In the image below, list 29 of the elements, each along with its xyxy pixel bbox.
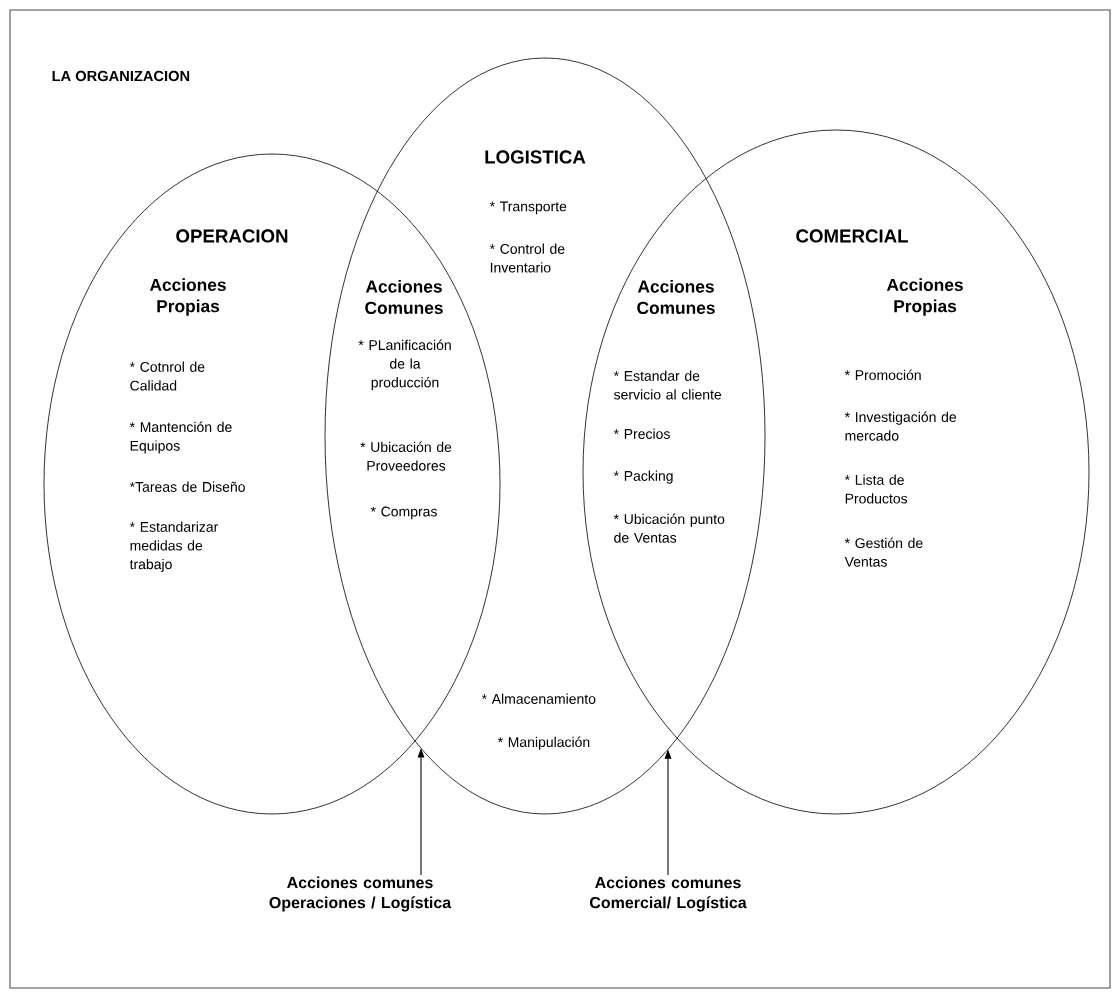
- list-item: * Transporte: [489, 201, 567, 215]
- list-item: * Promoción: [844, 369, 921, 381]
- list-item: * Ubicación de Proveedores: [360, 441, 452, 471]
- list-item: * Investigación de mercado: [844, 411, 956, 441]
- section-heading: Acciones Propias: [886, 278, 963, 316]
- list-item: * Gestión de Ventas: [844, 537, 923, 567]
- list-item: * Compras: [370, 506, 437, 520]
- ellipse-heading: COMERCIAL: [796, 229, 908, 243]
- callout-text: Acciones comunes Comercial/ Logística: [589, 876, 747, 912]
- list-item: *Tareas de Diseño: [129, 481, 245, 492]
- list-item: * Packing: [613, 470, 673, 484]
- section-heading: Acciones Comunes: [365, 279, 443, 314]
- list-item: * Almacenamiento: [481, 693, 596, 704]
- list-item: * PLanificación de la producción: [358, 339, 451, 391]
- list-item: * Mantención de Equipos: [129, 421, 232, 454]
- list-item: * Manipulación: [497, 736, 590, 750]
- section-heading: Acciones Comunes: [637, 279, 715, 314]
- list-item: * Cotnrol de Calidad: [129, 361, 205, 391]
- list-item: * Lista de Productos: [844, 474, 908, 504]
- list-item: * Ubicación punto de Ventas: [613, 513, 725, 543]
- list-item: * Precios: [613, 428, 670, 439]
- list-item: * Estandar de servicio al cliente: [613, 370, 722, 400]
- frame-title: LA ORGANIZACION: [52, 70, 190, 82]
- section-heading: Acciones Propias: [149, 278, 226, 316]
- list-item: * Estandarizar medidas de trabajo: [129, 521, 219, 572]
- callout-text: Acciones comunes Operaciones / Logística: [269, 876, 452, 912]
- ellipse-heading: LOGISTICA: [485, 150, 586, 164]
- list-item: * Control de Inventario: [489, 243, 565, 273]
- ellipse-heading: OPERACION: [176, 229, 288, 243]
